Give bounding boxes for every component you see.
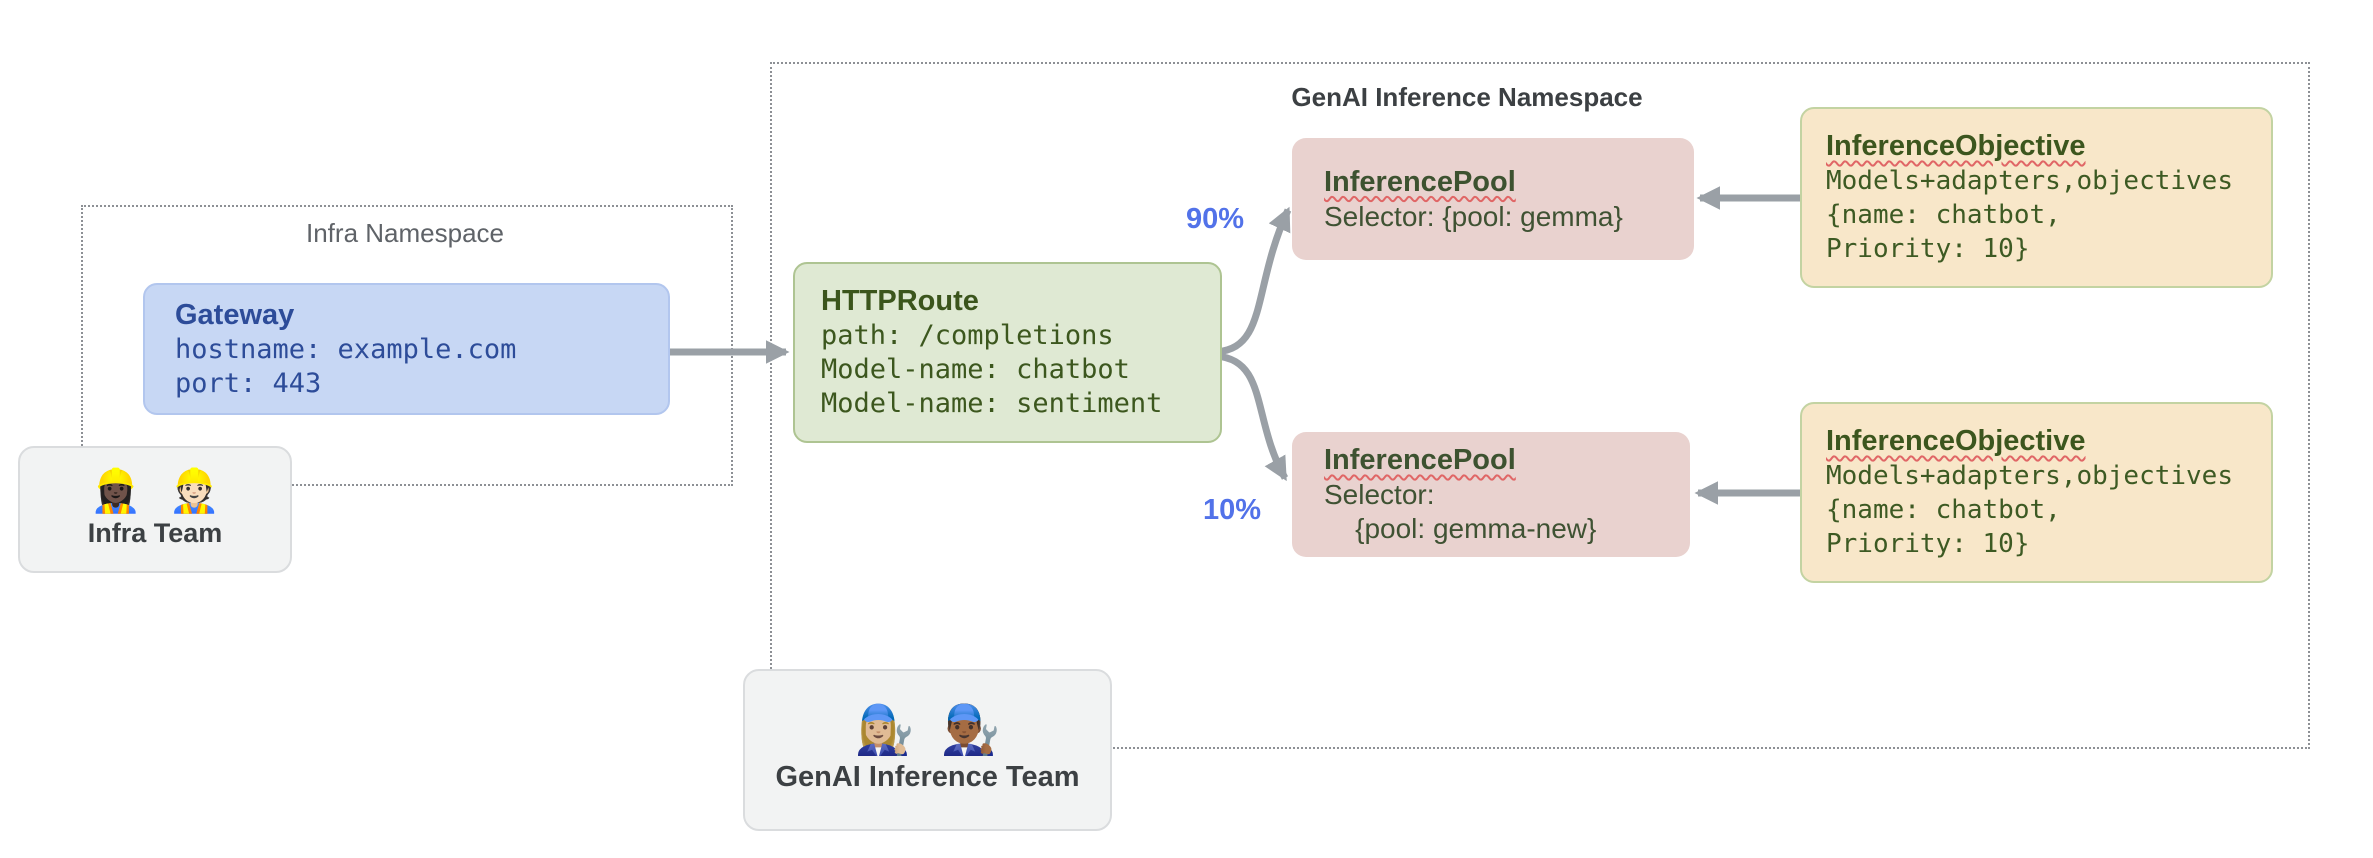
inference-objective-top-node: InferenceObjective Models+adapters,objec… [1800,107,2273,288]
httproute-title: HTTPRoute [821,285,979,317]
gateway-port-line: port: 443 [175,367,322,399]
mechanic-man-icon: 👨🏾‍🔧 [940,703,1001,757]
mechanic-woman-icon: 👩🏼‍🔧 [854,703,915,757]
gateway-title: Gateway [175,298,295,331]
genai-team-card: 👩🏼‍🔧 👨🏾‍🔧 GenAI Inference Team [743,669,1112,831]
inference-pool-top-title-text: InferencePool [1324,165,1516,198]
inference-pool-bottom-node: InferencePool Selector: {pool: gemma-new… [1292,432,1690,557]
httproute-model-chatbot-line: Model-name: chatbot [821,354,1130,385]
infra-team-card: 👷🏿‍♀️ 👷🏻 Infra Team [18,446,292,573]
construction-worker-man-icon: 👷🏻 [168,467,221,514]
inference-objective-top-title-text: InferenceObjective [1826,130,2086,162]
infra-team-label: Infra Team [87,518,223,548]
httproute-path-line: path: /completions [821,320,1114,351]
inference-objective-top-models-line: Models+adapters,objectives [1826,166,2233,196]
inference-objective-top-name-line: {name: chatbot, [1826,200,2061,230]
genai-team-label: GenAI Inference Team [775,760,1080,793]
genai-team-emojis: 👩🏼‍🔧 👨🏾‍🔧 [854,703,1001,757]
inference-objective-bottom-name-line: {name: chatbot, [1826,495,2061,525]
httproute-node: HTTPRoute path: /completions Model-name:… [793,262,1222,443]
inference-pool-top-title: InferencePool [1324,165,1662,200]
inference-objective-top-priority-line: Priority: 10} [1826,234,2030,264]
inference-objective-bottom-priority-line: Priority: 10} [1826,529,2030,559]
traffic-split-90-label: 90% [1186,203,1245,235]
inference-pool-bottom-selector-value-line: {pool: gemma-new} [1324,513,1597,544]
inference-pool-bottom-selector-line: Selector: [1324,479,1435,510]
traffic-split-10-label: 10% [1203,494,1262,526]
inference-objective-bottom-node: InferenceObjective Models+adapters,objec… [1800,402,2273,583]
genai-namespace-title: GenAI Inference Namespace [1291,82,1643,112]
genai-namespace-box [770,62,2310,749]
inference-pool-top-node: InferencePool Selector: {pool: gemma} [1292,138,1694,260]
gateway-hostname-line: hostname: example.com [175,333,517,365]
infra-namespace-box [81,205,733,486]
inference-pool-bottom-title-text: InferencePool [1324,444,1516,476]
inference-pool-bottom-title: InferencePool [1324,443,1658,478]
inference-objective-bottom-title: InferenceObjective [1826,424,2247,459]
infra-namespace-title: Infra Namespace [306,218,504,248]
inference-objective-bottom-title-text: InferenceObjective [1826,425,2086,457]
inference-pool-top-selector-line: Selector: {pool: gemma} [1324,200,1623,232]
inference-objective-bottom-models-line: Models+adapters,objectives [1826,461,2233,491]
httproute-model-sentiment-line: Model-name: sentiment [821,388,1163,419]
infra-team-emojis: 👷🏿‍♀️ 👷🏻 [90,470,221,512]
inference-objective-top-title: InferenceObjective [1826,129,2247,164]
construction-worker-woman-icon: 👷🏿‍♀️ [89,467,142,514]
gateway-node: Gateway hostname: example.com port: 443 [143,283,670,415]
